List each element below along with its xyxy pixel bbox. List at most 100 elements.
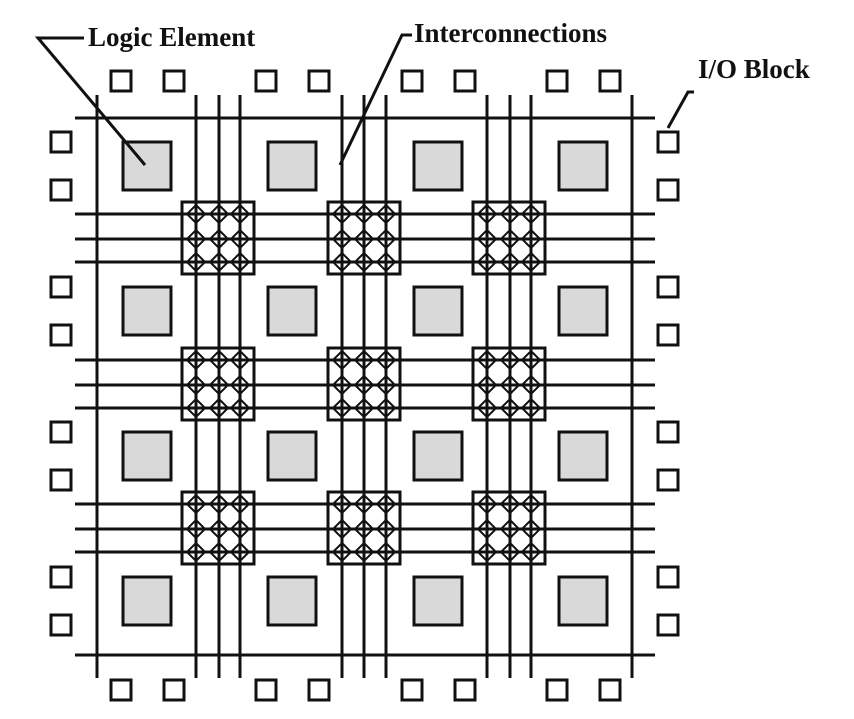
switch-point bbox=[476, 374, 498, 396]
logic-element bbox=[557, 575, 609, 627]
switch-matrices bbox=[180, 200, 547, 566]
io-block bbox=[400, 69, 424, 93]
switch-point bbox=[331, 518, 353, 540]
io-block bbox=[545, 69, 569, 93]
io-block bbox=[656, 130, 680, 154]
switch-point bbox=[185, 518, 207, 540]
switch-point bbox=[353, 374, 375, 396]
switch-point bbox=[353, 541, 375, 563]
switch-point bbox=[375, 251, 397, 273]
switch-point bbox=[375, 541, 397, 563]
switch-point bbox=[520, 397, 542, 419]
logic-element bbox=[266, 285, 318, 337]
switch-point bbox=[520, 374, 542, 396]
io-block bbox=[598, 678, 622, 702]
io-block bbox=[656, 468, 680, 492]
switch-point bbox=[185, 349, 207, 371]
switch-point bbox=[499, 228, 521, 250]
logic-element bbox=[121, 575, 173, 627]
io-block bbox=[656, 420, 680, 444]
switch-point bbox=[229, 541, 251, 563]
switch-point bbox=[375, 518, 397, 540]
switch-point bbox=[499, 493, 521, 515]
switch-point bbox=[375, 228, 397, 250]
io-block bbox=[307, 678, 331, 702]
switch-matrix bbox=[471, 200, 547, 276]
switch-point bbox=[208, 251, 230, 273]
switch-matrix bbox=[326, 346, 402, 422]
switch-point bbox=[185, 228, 207, 250]
io-block bbox=[162, 69, 186, 93]
switch-point bbox=[229, 518, 251, 540]
switch-point bbox=[375, 203, 397, 225]
logic-element bbox=[412, 430, 464, 482]
switch-point bbox=[208, 397, 230, 419]
switch-matrix bbox=[326, 490, 402, 566]
switch-point bbox=[331, 251, 353, 273]
logic-element bbox=[557, 430, 609, 482]
io-block bbox=[400, 678, 424, 702]
callout-lines bbox=[34, 33, 694, 166]
logic-element bbox=[266, 575, 318, 627]
switch-matrix bbox=[326, 200, 402, 276]
switch-point bbox=[331, 349, 353, 371]
switch-point bbox=[229, 228, 251, 250]
io-block bbox=[49, 613, 73, 637]
io-block bbox=[656, 178, 680, 202]
switch-point bbox=[476, 541, 498, 563]
switch-point bbox=[185, 493, 207, 515]
io-block bbox=[49, 178, 73, 202]
switch-point bbox=[353, 228, 375, 250]
io-block bbox=[307, 69, 331, 93]
io-block bbox=[656, 275, 680, 299]
switch-point bbox=[331, 493, 353, 515]
io-block bbox=[545, 678, 569, 702]
switch-point bbox=[208, 518, 230, 540]
switch-point bbox=[499, 541, 521, 563]
io-block bbox=[49, 420, 73, 444]
logic-element bbox=[412, 285, 464, 337]
switch-point bbox=[353, 349, 375, 371]
switch-point bbox=[185, 251, 207, 273]
switch-point bbox=[229, 374, 251, 396]
switch-point bbox=[229, 251, 251, 273]
switch-point bbox=[476, 518, 498, 540]
io-block-callout bbox=[666, 90, 694, 129]
io-block bbox=[109, 69, 133, 93]
switch-point bbox=[353, 493, 375, 515]
logic-element bbox=[266, 430, 318, 482]
switch-point bbox=[476, 251, 498, 273]
switch-point bbox=[208, 541, 230, 563]
logic-element bbox=[266, 140, 318, 192]
switch-matrix bbox=[180, 346, 256, 422]
switch-point bbox=[208, 349, 230, 371]
switch-point bbox=[208, 203, 230, 225]
logic-element bbox=[557, 140, 609, 192]
switch-point bbox=[375, 374, 397, 396]
io-block-label: I/O Block bbox=[698, 54, 810, 84]
logic-element-callout bbox=[34, 36, 147, 166]
switch-point bbox=[499, 251, 521, 273]
io-block bbox=[49, 468, 73, 492]
logic-element bbox=[121, 285, 173, 337]
switch-point bbox=[208, 374, 230, 396]
switch-point bbox=[476, 349, 498, 371]
switch-point bbox=[375, 349, 397, 371]
switch-point bbox=[476, 203, 498, 225]
io-block bbox=[109, 678, 133, 702]
switch-point bbox=[208, 493, 230, 515]
logic-element bbox=[557, 285, 609, 337]
switch-point bbox=[375, 397, 397, 419]
switch-matrix bbox=[471, 490, 547, 566]
switch-point bbox=[185, 541, 207, 563]
io-block bbox=[49, 130, 73, 154]
switch-point bbox=[520, 203, 542, 225]
io-block bbox=[49, 565, 73, 589]
switch-matrix bbox=[180, 200, 256, 276]
switch-point bbox=[229, 493, 251, 515]
switch-matrix bbox=[180, 490, 256, 566]
switch-point bbox=[520, 349, 542, 371]
io-block bbox=[254, 69, 278, 93]
switch-point bbox=[520, 228, 542, 250]
